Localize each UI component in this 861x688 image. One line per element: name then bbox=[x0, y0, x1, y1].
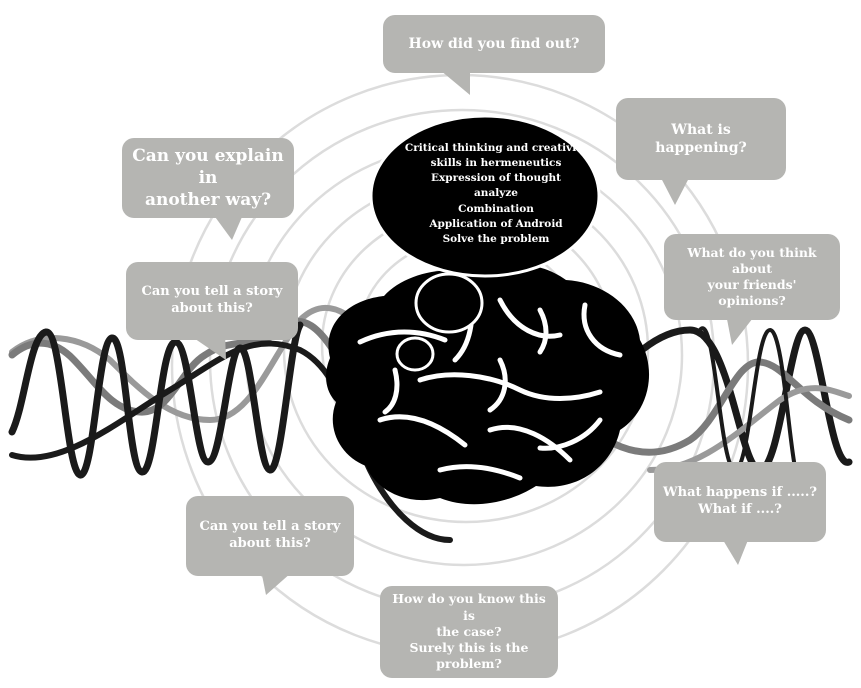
thought-line: analyze bbox=[474, 187, 518, 200]
thought-line: Expression of thought bbox=[430, 172, 562, 185]
wave-dark-long bbox=[9, 340, 453, 543]
question-what-happening: What is happening? bbox=[655, 121, 747, 156]
wave-right-mid bbox=[556, 358, 853, 456]
wave-light bbox=[9, 304, 393, 424]
thought-line: Combination bbox=[458, 202, 534, 215]
thought-line: Application of Android bbox=[429, 217, 563, 230]
wave-dark-left bbox=[8, 321, 304, 479]
brain-icon bbox=[326, 263, 650, 505]
question-how-find-out: How did you find out? bbox=[408, 35, 580, 52]
question-friends-opinions: What do you think about your friends' op… bbox=[687, 244, 817, 309]
question-explain-another-way: Can you explain in another way? bbox=[132, 145, 284, 211]
question-tell-story-top: Can you tell a story about this? bbox=[141, 284, 283, 316]
thought-text: Critical thinking and creativity skills … bbox=[392, 138, 600, 250]
thought-bubble bbox=[369, 114, 601, 372]
thought-line: Solve the problem bbox=[442, 233, 550, 246]
wave-right-thin bbox=[698, 326, 802, 482]
question-what-happens-if: What happens if .....? What if ....? bbox=[663, 485, 817, 517]
question-tell-story-bottom: Can you tell a story about this? bbox=[199, 519, 341, 551]
speech-bubbles bbox=[122, 15, 840, 678]
question-how-know-case: How do you know this is the case? Surely… bbox=[392, 591, 546, 672]
thought-line: Critical thinking and creativity skills … bbox=[404, 141, 588, 169]
